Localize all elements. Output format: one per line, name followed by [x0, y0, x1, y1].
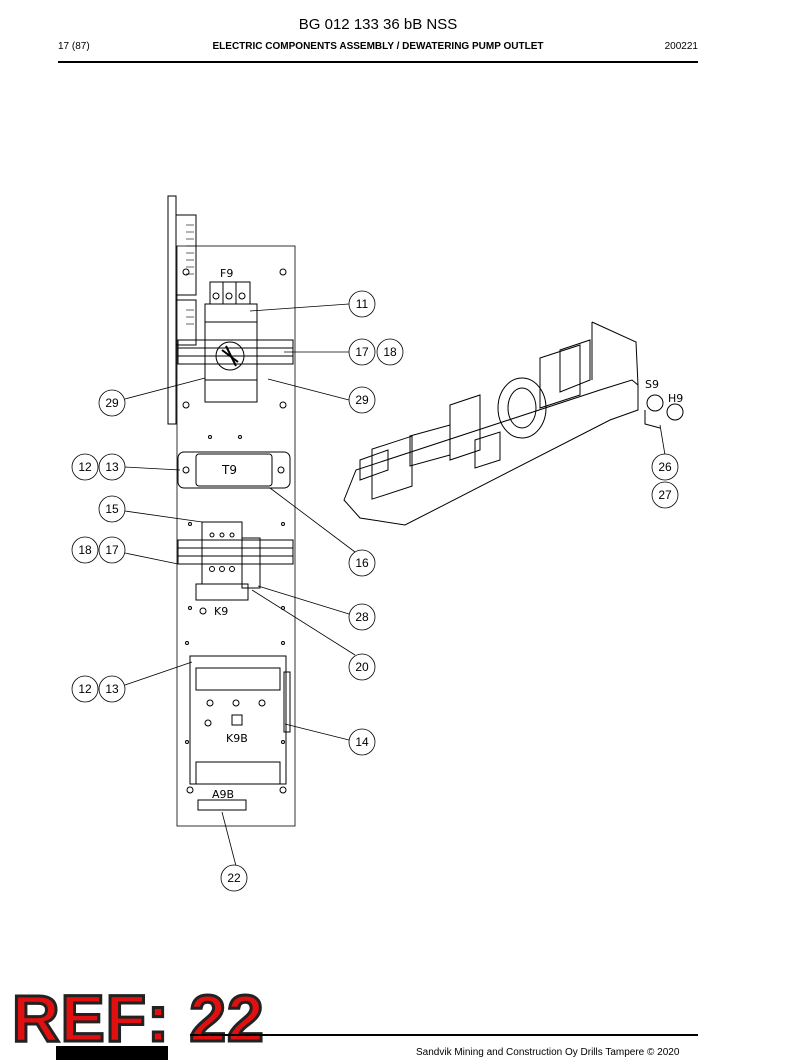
component-labels: F9 T9 K9 K9B A9B S9 H9 — [212, 267, 683, 801]
callout-29-left: 29 — [105, 396, 119, 410]
callout-12-top: 12 — [78, 460, 92, 474]
label-k9b: K9B — [226, 732, 248, 745]
callout-14: 14 — [355, 735, 369, 749]
callout-13-bottom: 13 — [105, 682, 119, 696]
callout-12-bottom: 12 — [78, 682, 92, 696]
label-s9: S9 — [645, 378, 659, 391]
footer-rule — [190, 1034, 698, 1036]
mounting-plate — [167, 195, 296, 827]
page-number: 17 (87) — [58, 41, 90, 52]
header-rule — [58, 61, 698, 63]
callout-16: 16 — [355, 556, 369, 570]
callout-17-mid: 17 — [105, 543, 119, 557]
isometric-assembly — [343, 321, 684, 526]
callout-22: 22 — [227, 871, 241, 885]
callout-bubbles: 11 17 18 29 29 12 13 26 27 15 18 17 16 2… — [71, 290, 679, 892]
company-logo — [56, 1046, 168, 1060]
callout-26: 26 — [658, 460, 672, 474]
section-title: ELECTRIC COMPONENTS ASSEMBLY / DEWATERIN… — [212, 41, 544, 52]
callout-13-top: 13 — [105, 460, 119, 474]
callout-17-top: 17 — [355, 345, 369, 359]
label-t9: T9 — [221, 463, 237, 477]
callout-18-top: 18 — [383, 345, 397, 359]
callout-15: 15 — [105, 502, 119, 516]
label-k9: K9 — [214, 605, 228, 618]
callout-27: 27 — [658, 488, 672, 502]
document-date: 200221 — [664, 41, 698, 52]
ref-stamp: REF: 22 — [11, 981, 266, 1055]
document-title: BG 012 133 36 bB NSS — [298, 16, 458, 33]
callout-29-right: 29 — [355, 393, 369, 407]
label-h9: H9 — [668, 392, 683, 405]
callout-11: 11 — [356, 297, 369, 311]
label-a9b: A9B — [212, 788, 234, 801]
label-f9: F9 — [220, 267, 233, 280]
callout-28: 28 — [355, 610, 369, 624]
callout-18-mid: 18 — [78, 543, 92, 557]
leader-lines — [124, 303, 666, 867]
callout-20: 20 — [355, 660, 369, 674]
